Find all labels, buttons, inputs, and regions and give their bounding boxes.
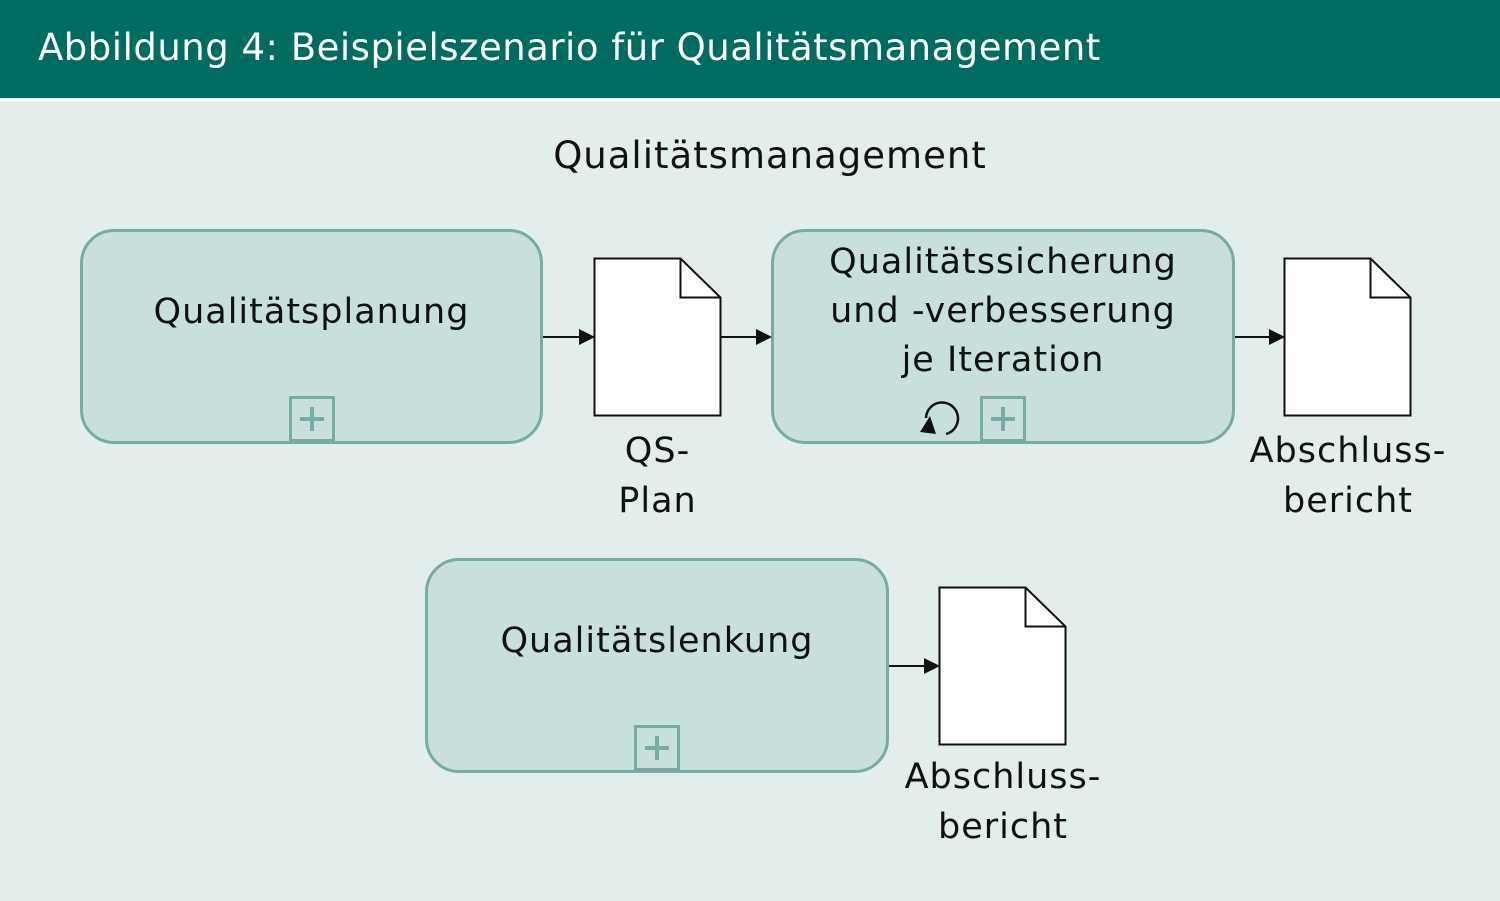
- task-qualitaetslenkung: Qualitätslenkung: [425, 558, 889, 773]
- arrow-qsplan-to-sicherung: [720, 329, 772, 345]
- arrow-sicherung-to-bericht: [1235, 329, 1285, 345]
- figure-header: Abbildung 4: Beispielszenario für Qualit…: [0, 0, 1500, 101]
- doc-label-line: bericht: [1282, 481, 1413, 521]
- subprocess-plus-icon: [980, 396, 1026, 442]
- arrow-lenkung-to-bericht: [889, 658, 940, 674]
- document-label-abschlussbericht: Abschluss- bericht: [1237, 426, 1459, 526]
- task-label-line: Qualitätslenkung: [500, 621, 814, 661]
- task-label-line: je Iteration: [901, 340, 1105, 380]
- task-qualitaetssicherung: Qualitätssicherung und -verbesserung je …: [771, 229, 1235, 444]
- doc-label-line: Plan: [618, 481, 697, 521]
- document-icon: [593, 257, 722, 417]
- document-label-abschlussbericht-lenkung: Abschluss- bericht: [892, 752, 1114, 852]
- doc-label-line: bericht: [937, 807, 1068, 847]
- doc-label-line: Abschluss-: [1249, 431, 1447, 471]
- task-qualitaetsplanung: Qualitätsplanung: [80, 229, 543, 444]
- document-icon: [938, 586, 1067, 746]
- task-label-line: und -verbesserung: [830, 291, 1176, 331]
- document-label-qs-plan: QS- Plan: [593, 426, 722, 526]
- subprocess-plus-icon: [634, 725, 680, 771]
- loop-arrow-icon: [920, 401, 960, 436]
- doc-label-line: Abschluss-: [904, 757, 1102, 797]
- subprocess-plus-icon: [289, 396, 335, 442]
- task-label-line: Qualitätsplanung: [153, 292, 470, 332]
- diagram-title: Qualitätsmanagement: [553, 134, 987, 177]
- arrow-planung-to-qsplan: [543, 329, 595, 345]
- doc-label-line: QS-: [624, 431, 691, 471]
- figure-title: Abbildung 4: Beispielszenario für Qualit…: [38, 26, 1101, 69]
- document-icon: [1283, 257, 1412, 417]
- task-label-line: Qualitätssicherung: [829, 242, 1177, 282]
